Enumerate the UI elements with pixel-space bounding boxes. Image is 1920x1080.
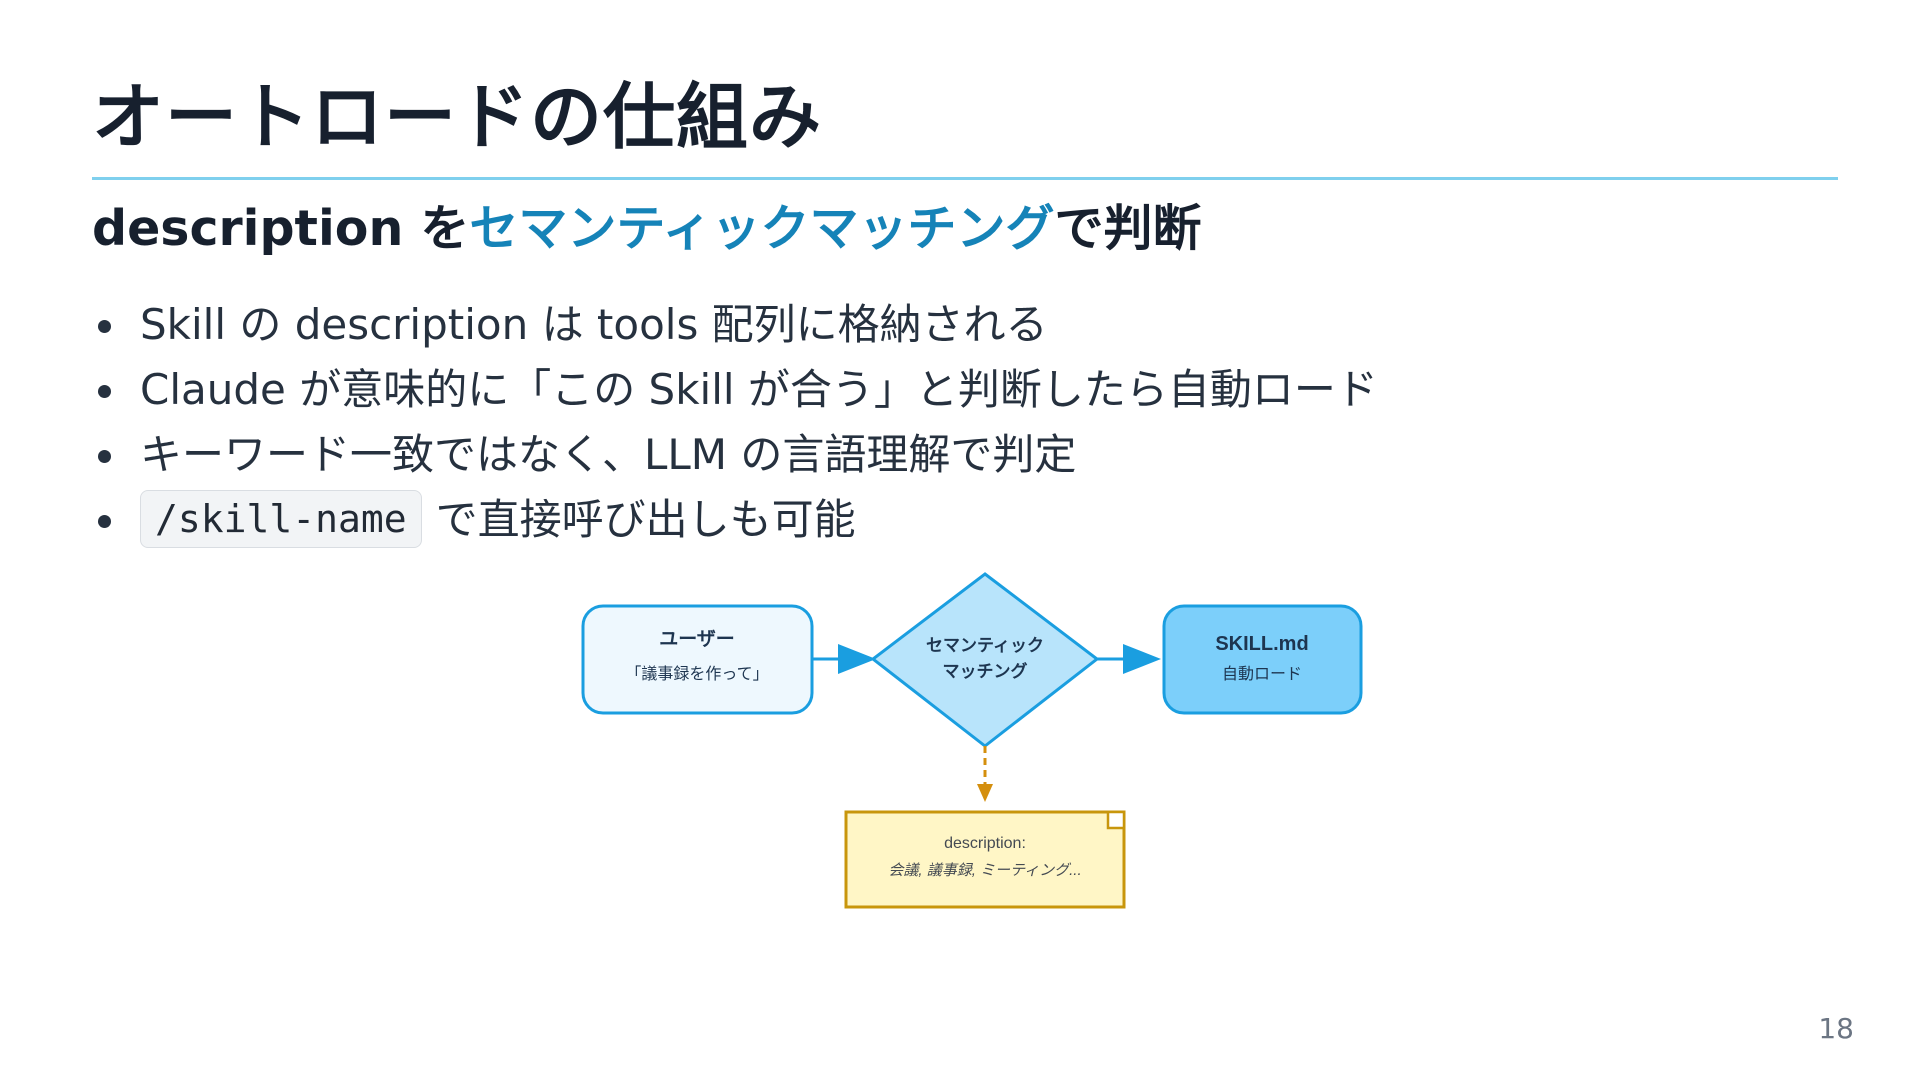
subtitle-prefix: description を (92, 200, 470, 257)
bullet-text: Claude が意味的に「この Skill が合う」と判断したら自動ロード (140, 365, 1378, 414)
bullet-item: キーワード一致ではなく、LLM の言語理解で判定 (92, 422, 1378, 487)
note-node-title: description: (944, 835, 1026, 852)
page-number: 18 (1818, 1012, 1854, 1045)
note-node-box (844, 810, 1126, 909)
bullet-dot-icon (98, 515, 111, 528)
user-node: ユーザー 「議事録を作って」 (581, 604, 814, 715)
arrow-match-to-note (977, 746, 993, 802)
title-divider (92, 177, 1838, 180)
subtitle-suffix: で判断 (1054, 200, 1202, 257)
arrow-match-to-skill (1097, 644, 1161, 674)
match-node-line1: セマンティック (926, 636, 1044, 655)
subtitle-accent: セマンティックマッチング (469, 200, 1055, 257)
user-node-box (581, 604, 814, 715)
note-corner-fold-icon (1106, 810, 1126, 830)
skill-node-title: SKILL.md (1215, 633, 1308, 655)
skill-node: SKILL.md 自動ロード (1162, 604, 1363, 715)
match-node: セマンティック マッチング (870, 572, 1100, 748)
match-node-line2: マッチング (943, 661, 1028, 681)
bullet-dot-icon (98, 320, 111, 333)
note-node: description: 会議, 議事録, ミーティング... (844, 810, 1126, 909)
user-node-text: 「議事録を作って」 (625, 665, 768, 683)
bullet-item: Claude が意味的に「この Skill が合う」と判断したら自動ロード (92, 357, 1378, 422)
user-node-title: ユーザー (659, 628, 735, 650)
bullet-text: で直接呼び出しも可能 (435, 495, 856, 544)
slide-subtitle: description をセマンティックマッチングで判断 (92, 198, 1201, 260)
match-node-diamond (870, 572, 1100, 748)
slide-title: オートロードの仕組み (92, 75, 823, 159)
inline-code-skill-name: /skill-name (140, 489, 422, 548)
bullet-item: /skill-name で直接呼び出しも可能 (92, 487, 1378, 552)
skill-node-text: 自動ロード (1222, 665, 1302, 683)
bullet-list: Skill の description は tools 配列に格納される Cla… (92, 292, 1378, 552)
bullet-text: キーワード一致ではなく、LLM の言語理解で判定 (140, 430, 1077, 479)
bullet-item: Skill の description は tools 配列に格納される (92, 292, 1378, 357)
note-node-text: 会議, 議事録, ミーティング... (888, 862, 1081, 879)
skill-node-box (1162, 604, 1363, 715)
bullet-dot-icon (98, 385, 111, 398)
arrow-head-icon (977, 784, 993, 802)
arrow-head-icon (1123, 644, 1161, 674)
bullet-dot-icon (98, 450, 111, 463)
arrow-user-to-match (812, 644, 876, 674)
bullet-text: Skill の description は tools 配列に格納される (140, 300, 1048, 349)
arrow-head-icon (838, 644, 876, 674)
